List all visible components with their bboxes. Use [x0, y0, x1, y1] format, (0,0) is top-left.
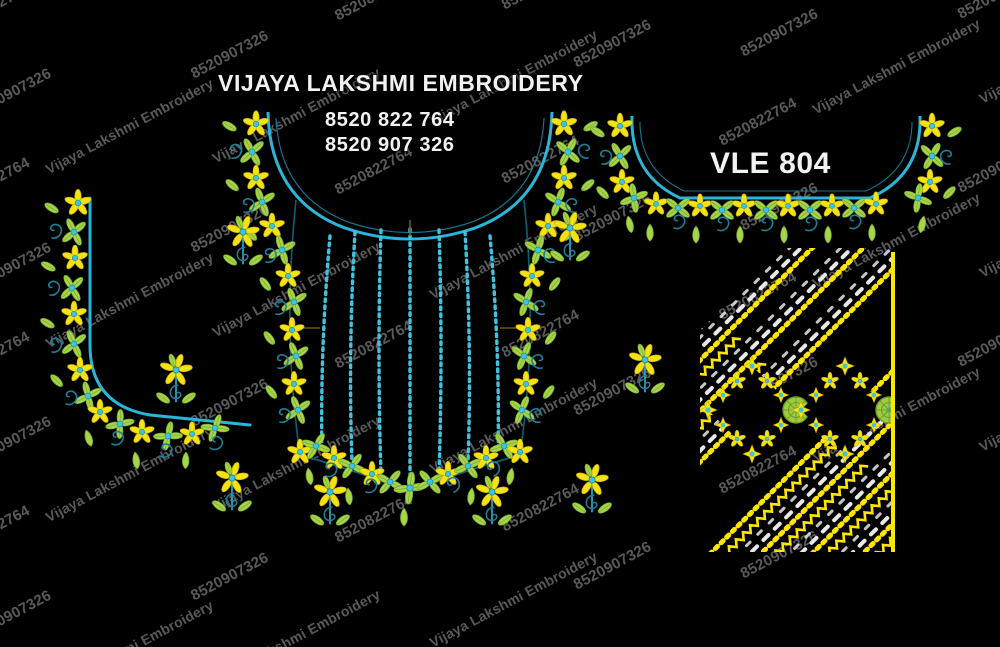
- sleeve-panel: [38, 189, 252, 470]
- yoke-left-garland: [220, 111, 313, 426]
- back-neckline-left-garland: [588, 113, 651, 234]
- phone-number-secondary: 8520 907 326: [325, 134, 455, 156]
- diamond-medallion-1: [700, 356, 810, 464]
- phone-number-primary: 8520 822 764: [325, 109, 455, 131]
- sleeve-floral-border: [38, 189, 232, 470]
- sleeve-sprig-motif: [155, 353, 197, 405]
- design-code-label: VLE 804: [710, 147, 831, 180]
- back-neckline-right-garland: [901, 113, 964, 234]
- back-neckline-panel: [588, 113, 964, 244]
- main-neckline-yoke: [220, 111, 600, 527]
- company-name-heading: VIJAYA LAKSHMI EMBROIDERY: [218, 70, 584, 96]
- yoke-right-garland: [507, 111, 600, 426]
- diamond-medallion-2: [791, 356, 893, 464]
- dotted-pleat-lines: [319, 227, 501, 488]
